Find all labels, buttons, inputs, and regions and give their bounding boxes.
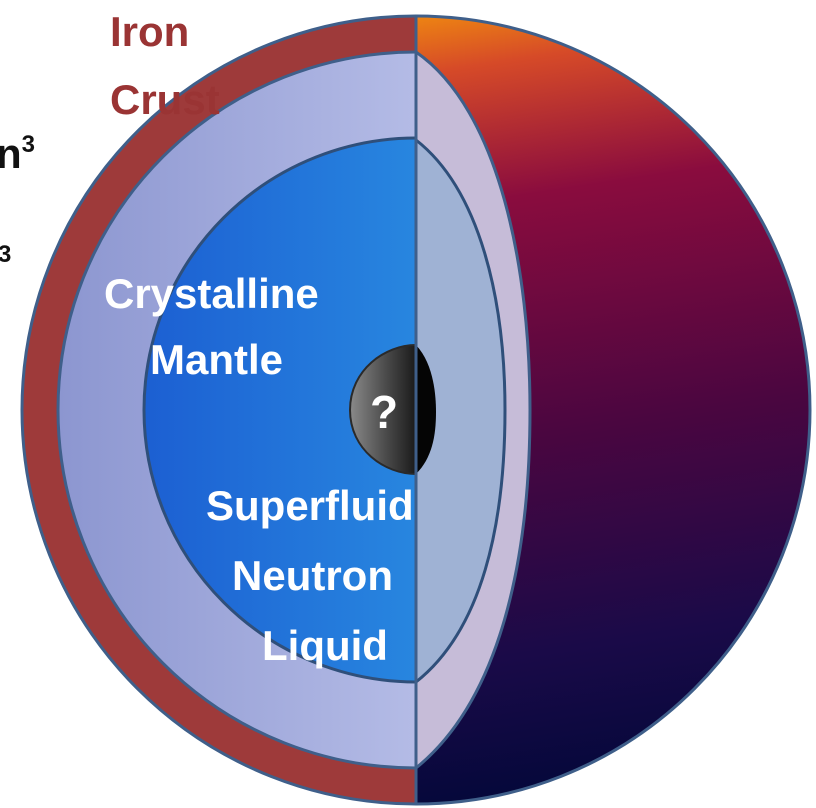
label-iron: Iron: [110, 8, 189, 55]
liquid-edge-face: [414, 136, 507, 686]
label-core-question: ?: [370, 386, 398, 438]
clipped-label-lower: 3: [0, 241, 11, 268]
cutaway-section: [22, 16, 416, 804]
label-mantle: Mantle: [150, 336, 283, 383]
label-neutron: Neutron: [232, 552, 393, 599]
cutaway-edge-section: [414, 49, 532, 772]
label-superfluid: Superfluid: [206, 482, 414, 529]
superfluid-liquid-layer: [142, 136, 416, 684]
label-liquid: Liquid: [262, 622, 388, 669]
label-crystalline: Crystalline: [104, 270, 319, 317]
label-crust: Crust: [110, 76, 220, 123]
core-edge-face: [416, 345, 436, 474]
clipped-label-upper: n3: [0, 130, 35, 177]
inner-core: [348, 343, 417, 476]
star-surface-hemisphere: [416, 16, 810, 804]
